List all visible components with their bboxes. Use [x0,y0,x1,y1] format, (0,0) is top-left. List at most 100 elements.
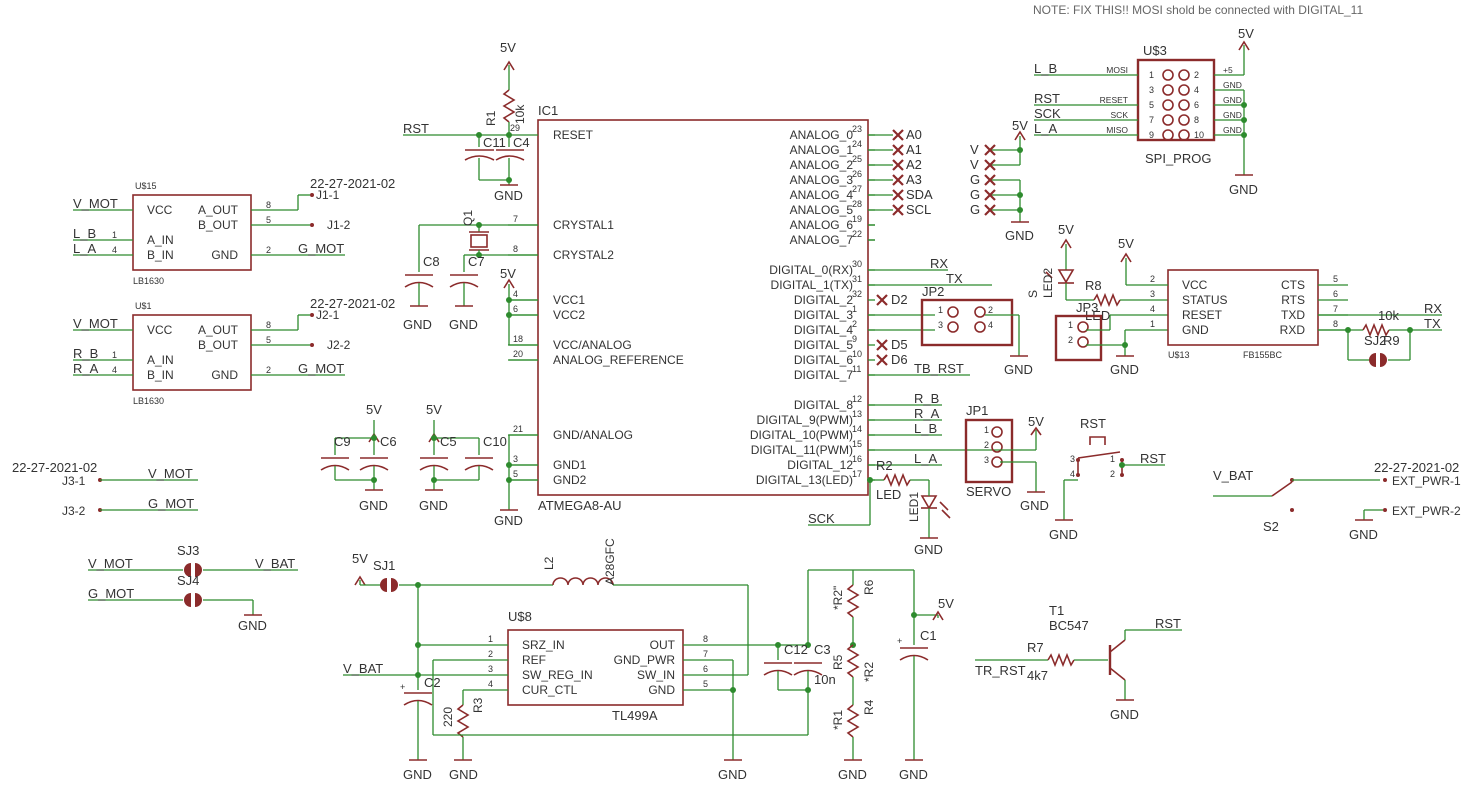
r1-value: 10k [513,104,527,124]
vcc-c1: 5V [938,596,954,611]
power-switch-s2[interactable]: V_BAT S2 22-27-2021-02 EXT_PWR-1 EXT_PWR… [1213,460,1461,542]
status-led-jp3[interactable]: 5V LED2 S R8 LED JP3 1 2 GND [1026,222,1168,377]
reset-switch[interactable]: RST 3 4 1 2 RST GND [1049,416,1166,542]
spi-pin-num: 6 [1194,100,1199,110]
vcc-pads: 5V [1012,118,1028,133]
driver-pin-name: B_OUT [198,218,239,232]
spi-pin-num: 2 [1194,70,1199,80]
net-d2: D2 [891,292,908,307]
mcu-pin-name: GND1 [553,458,587,472]
reg-pin-num: 5 [703,679,708,689]
jp1-servo-header[interactable]: JP1 SERVO 1 2 3 5V GND [964,403,1049,513]
gnd-bt: GND [1110,362,1139,377]
bt-pin-num: 8 [1333,319,1338,329]
mcu-left-pins: 29RESET7CRYSTAL18CRYSTAL24VCC16VCC218VCC… [508,128,684,487]
reg-value: TL499A [612,708,658,723]
analog-nc-markers: A0 A1 A2 A3 SDA SCL [868,127,933,241]
spi-net-la: L_A [1034,121,1057,136]
bt-net-tx: TX [1424,316,1441,331]
pad-label: V [970,157,979,172]
q1-name: Q1 [461,210,475,226]
c5-name: C5 [440,434,457,449]
led2-name: LED2 [1041,268,1055,298]
reg-pin-name: SW_REG_IN [522,668,593,682]
ext-conn: 22-27-2021-02 [1374,460,1459,475]
driver-u1[interactable]: U$1LB1630VCCA_INB_INA_OUTB_OUTGNDV_MOTR_… [73,296,395,406]
mcu-right-pins: 23ANALOG_024ANALOG_125ANALOG_226ANALOG_3… [750,124,875,487]
vcc-c5: 5V [426,402,442,417]
mcu-pin-num: 1 [852,304,857,314]
r9-name: R9 [1383,333,1400,348]
solder-jumpers-motor[interactable]: V_MOT SJ3 V_BAT SJ4 G_MOT GND [88,543,298,633]
mcu-pin-num: 9 [852,334,857,344]
mcu-pin-num: 30 [852,259,862,269]
mcu-pin-num: 4 [513,289,518,299]
net-sck: SCK [808,511,835,526]
rst-sw-name: RST [1080,416,1106,431]
net-tb-rst: TB_RST [914,361,964,376]
net-la: L_A [914,451,937,466]
mcu-pin-name: DIGITAL_7 [794,368,853,382]
reset-circuit[interactable]: RST 5V R1 10k 29 C11 C4 GND [403,40,538,203]
spi-signal: MOSI [1106,65,1128,75]
led2-value: S [1026,290,1040,298]
spi-signal: GND [1223,125,1242,135]
mcu-pin-name: DIGITAL_13(LED) [756,473,853,487]
reg-vbat: V_BAT [343,661,383,676]
l2-value: A28GFC [603,538,617,585]
svg-text:2: 2 [1110,469,1115,479]
net-a1: A1 [906,142,922,157]
svg-text:1: 1 [984,425,989,435]
driver-conn: 22-27-2021-02 [310,176,395,191]
net-a3: A3 [906,172,922,187]
mcu-ic1[interactable]: IC1 ATMEGA8-AU 29RESET7CRYSTAL18CRYSTAL2… [508,103,875,513]
r6-name: R6 [862,579,876,595]
vcc-mcu: 5V [500,266,516,281]
c9-name: C9 [334,434,351,449]
driver-body [132,194,252,271]
j3-p1: J3-1 [62,474,86,488]
driver-u15[interactable]: U$15LB1630VCCA_INB_INA_OUTB_OUTGNDV_MOTL… [73,176,395,286]
spi-signal: MISO [1106,125,1128,135]
gnd-t1: GND [1110,707,1139,722]
driver-out-b: J1-2 [327,218,351,232]
j3-connector[interactable]: 22-27-2021-02 J3-1 J3-2 V_MOT G_MOT [12,460,198,518]
vcc-led2: 5V [1058,222,1074,237]
reg-pin-num: 3 [488,664,493,674]
svg-text:2: 2 [266,365,271,375]
vcc-c6: 5V [366,402,382,417]
sj2-name: SJ2 [1364,333,1386,348]
c11-name: C11 [483,135,506,150]
mcu-pin-name: VCC2 [553,308,585,322]
driver-name: U$15 [135,181,157,191]
transistor-t1[interactable]: T1 BC547 TR_RST R7 4k7 RST GND [975,603,1182,722]
bt-pin-num: 5 [1333,274,1338,284]
gnd-r3: GND [449,767,478,782]
led1-name: LED1 [907,492,921,522]
reg-pin-name: REF [522,653,546,667]
gnd-reg: GND [718,767,747,782]
spi-pin-num: 3 [1149,85,1154,95]
reg-name: U$8 [508,609,532,624]
reg-pin-name: SRZ_IN [522,638,565,652]
net-d5: D5 [891,337,908,352]
svg-text:+: + [897,636,902,646]
sj4-gmot: G_MOT [88,586,134,601]
reg-pin-name: GND [648,683,675,697]
driver-body [132,314,252,391]
driver-value: LB1630 [133,396,164,406]
r1-name: R1 [484,110,498,126]
gnd-r4: GND [838,767,867,782]
spi-signal: GND [1223,95,1242,105]
svg-text:+: + [400,682,405,692]
svg-text:1: 1 [112,350,117,360]
crystal-circuit[interactable]: Q1 C8 GND C7 GND [403,210,538,332]
decoupling-caps[interactable]: 5V C9 C6 GND 5V C5 C10 GND [320,402,507,513]
c12-name: C12 [784,642,808,657]
r2-led1[interactable]: R2 LED LED1 GND [876,458,951,557]
jp2-header[interactable]: JP2 1 3 2 4 GND [920,284,1033,377]
